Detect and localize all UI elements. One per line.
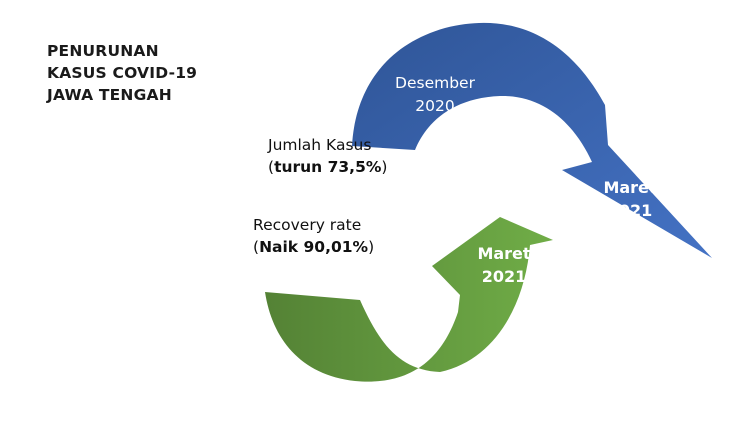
blue-curved-arrow: [352, 22, 712, 259]
recovery-label: Recovery rate: [253, 216, 362, 234]
diagram-title: PENURUNAN KASUS COVID-19 JAWA TENGAH: [47, 40, 197, 106]
title-line-2: KASUS COVID-19: [47, 64, 198, 82]
cases-label: Jumlah Kasus: [268, 136, 372, 154]
title-line-3: JAWA TENGAH: [47, 86, 172, 104]
green-curved-arrow: [265, 217, 553, 382]
title-line-1: PENURUNAN: [47, 42, 159, 60]
green-arrow-end-label: Maret 2021: [454, 242, 554, 288]
cases-change-value: turun 73,5%: [274, 158, 382, 176]
blue-arrow-start-label: Desember 2020: [380, 72, 490, 118]
blue-arrow-end-month: Maret: [603, 178, 657, 197]
recovery-annotation: Recovery rate (Naik 90,01%): [253, 214, 374, 258]
green-arrow-end-month: Maret: [477, 244, 531, 263]
cases-change: (turun 73,5%): [268, 156, 387, 178]
recovery-close-paren: ): [368, 238, 375, 256]
blue-arrow-end-year: 2021: [607, 201, 653, 220]
cases-open-paren: (: [268, 158, 275, 176]
blue-arrow-start-year: 2020: [415, 97, 455, 115]
cases-close-paren: ): [381, 158, 388, 176]
recovery-change: (Naik 90,01%): [253, 236, 374, 258]
recovery-change-value: Naik 90,01%: [259, 238, 369, 256]
green-arrow-end-year: 2021: [481, 267, 527, 286]
recovery-open-paren: (: [253, 238, 260, 256]
blue-arrow-end-label: Maret 2021: [580, 176, 680, 222]
cases-annotation: Jumlah Kasus (turun 73,5%): [268, 134, 387, 178]
blue-arrow-start-month: Desember: [395, 74, 475, 92]
